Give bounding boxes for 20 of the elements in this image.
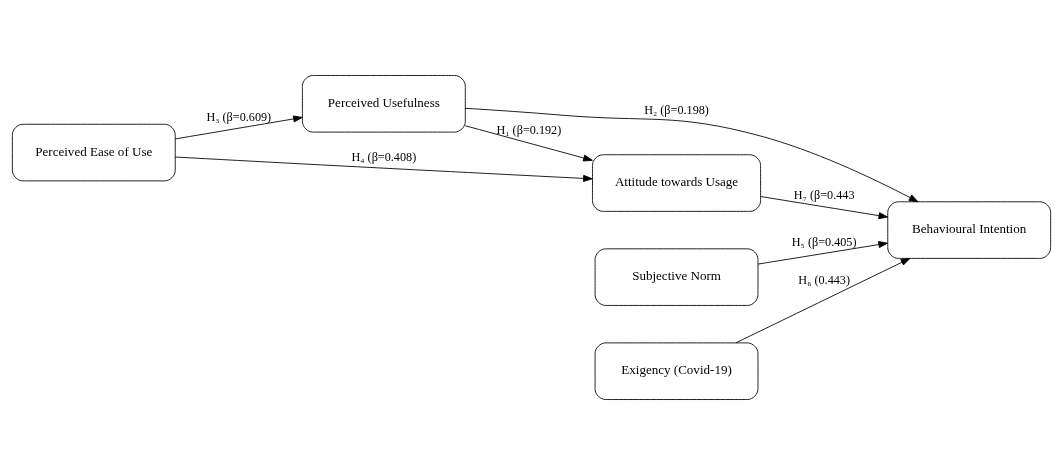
arrow (464, 107, 919, 203)
edge-label: H₆ (0.443) (798, 273, 850, 288)
arrow (174, 156, 593, 182)
edge-label: H₅ (β=0.405) (791, 234, 857, 249)
node-box: Perceived Ease of Use (11, 123, 176, 182)
edge-label: H₇ (β=0.443 (793, 187, 855, 202)
edge-label: H₁ (β=0.192) (496, 122, 562, 137)
node-box: Subjective Norm (594, 248, 759, 306)
edge-label: H₃ (β=0.609) (206, 109, 272, 124)
arrow (174, 115, 303, 140)
node-box: Attitude towards Usage (592, 154, 762, 212)
arrow (464, 125, 593, 162)
node-box: Perceived Usefulness (301, 75, 466, 133)
node-box: Behavioural Intention (887, 201, 1052, 259)
arrow (760, 196, 889, 220)
node-box: Exigency (Covid-19) (594, 342, 759, 400)
arrow (735, 258, 911, 344)
edge-label: H₂ (β=0.198) (644, 103, 709, 118)
arrow (757, 241, 888, 265)
edge-label: H₄ (β=0.408) (351, 149, 417, 164)
